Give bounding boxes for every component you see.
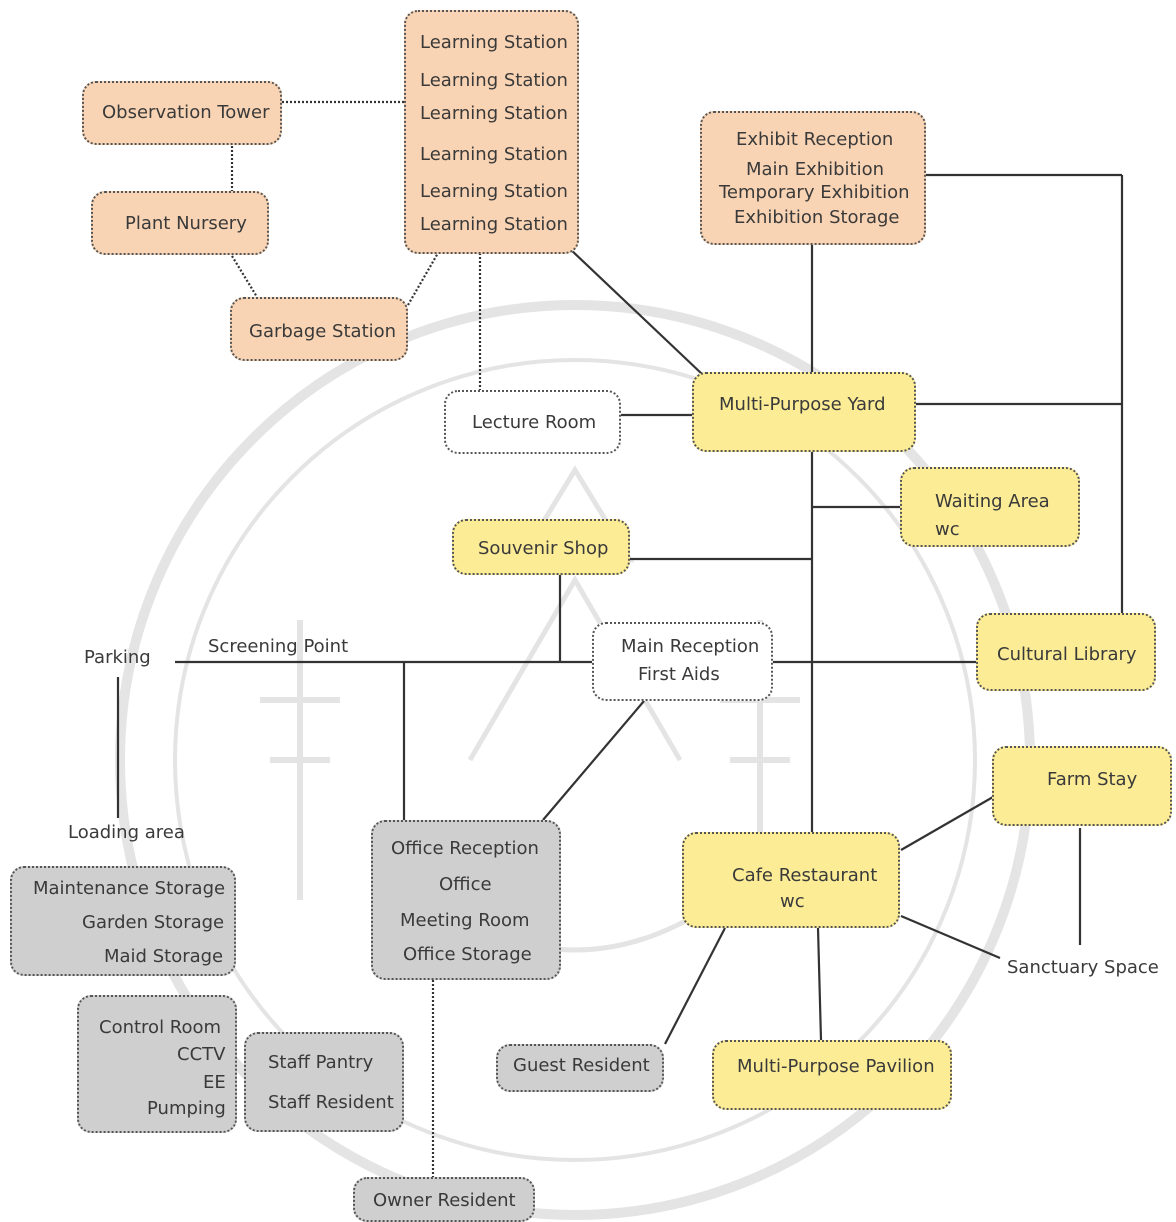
pumping-label: Pumping [147, 1098, 226, 1119]
control-room-box: Control Room CCTV EE Pumping [77, 995, 237, 1133]
lecture-room-label: Lecture Room [472, 412, 597, 433]
learning-station-label: Learning Station [420, 181, 568, 202]
garbage-station-label: Garbage Station [249, 321, 397, 342]
control-room-label: Control Room [99, 1017, 222, 1038]
learning-station-label: Learning Station [420, 32, 568, 53]
cctv-label: CCTV [177, 1044, 226, 1065]
staff-pantry-label: Staff Pantry [268, 1052, 374, 1073]
wc-label: wc [780, 891, 805, 912]
exhibit-reception-label: Exhibit Reception [736, 129, 894, 150]
first-aids-label: First Aids [638, 664, 720, 685]
maid-storage-label: Maid Storage [104, 946, 224, 967]
exhibit-box: Exhibit Reception Main Exhibition Tempor… [700, 111, 926, 245]
maintenance-storage-label: Maintenance Storage [33, 878, 226, 899]
loading-area-label: Loading area [68, 822, 185, 843]
plant-nursery-label: Plant Nursery [125, 213, 247, 234]
multi-purpose-pavilion-box: Multi-Purpose Pavilion [712, 1040, 952, 1110]
guest-resident-box: Guest Resident [496, 1044, 664, 1092]
observation-tower-box: Observation Tower [82, 81, 282, 145]
plant-nursery-box: Plant Nursery [91, 191, 269, 255]
observation-tower-label: Observation Tower [102, 102, 270, 123]
office-reception-label: Office Reception [391, 838, 539, 859]
temporary-exhibition-label: Temporary Exhibition [719, 182, 910, 203]
screening-point-label: Screening Point [208, 636, 349, 657]
multi-purpose-yard-label: Multi-Purpose Yard [719, 394, 886, 415]
souvenir-shop-label: Souvenir Shop [478, 538, 609, 559]
exhibition-storage-label: Exhibition Storage [734, 207, 900, 228]
learning-station-label: Learning Station [420, 103, 568, 124]
waiting-area-label: Waiting Area [935, 491, 1050, 512]
main-exhibition-label: Main Exhibition [746, 159, 885, 180]
maintenance-storage-box: Maintenance Storage Garden Storage Maid … [10, 866, 236, 976]
learning-station-label: Learning Station [420, 144, 568, 165]
cultural-library-box: Cultural Library [976, 613, 1156, 691]
farm-stay-box: Farm Stay [992, 746, 1172, 826]
office-label: Office [439, 874, 492, 895]
farm-stay-label: Farm Stay [1047, 769, 1138, 790]
sanctuary-space-label: Sanctuary Space [1007, 957, 1159, 978]
ee-label: EE [203, 1072, 226, 1093]
main-reception-label: Main Reception [621, 636, 760, 657]
learning-station-label: Learning Station [420, 214, 568, 235]
garden-storage-label: Garden Storage [82, 912, 225, 933]
cafe-restaurant-label: Cafe Restaurant [732, 865, 878, 886]
wc-label: wc [935, 519, 960, 540]
parking-label: Parking [84, 647, 151, 668]
garbage-station-box: Garbage Station [230, 297, 408, 361]
multi-purpose-pavilion-label: Multi-Purpose Pavilion [737, 1056, 935, 1077]
learning-station-label: Learning Station [420, 70, 568, 91]
souvenir-shop-box: Souvenir Shop [452, 519, 630, 575]
office-storage-label: Office Storage [403, 944, 532, 965]
meeting-room-label: Meeting Room [400, 910, 530, 931]
cultural-library-label: Cultural Library [997, 644, 1137, 665]
staff-pantry-box: Staff Pantry Staff Resident [244, 1032, 404, 1132]
learning-stations-box: Learning Station Learning Station Learni… [404, 10, 579, 254]
lecture-room-box: Lecture Room [444, 390, 621, 454]
office-box: Office Reception Office Meeting Room Off… [371, 820, 561, 980]
cafe-restaurant-box: Cafe Restaurant wc [682, 832, 900, 928]
main-reception-box: Main Reception First Aids [592, 622, 773, 701]
multi-purpose-yard-box: Multi-Purpose Yard [692, 372, 916, 452]
guest-resident-label: Guest Resident [513, 1055, 650, 1076]
waiting-area-box: Waiting Area wc [900, 467, 1080, 547]
owner-resident-box: Owner Resident [353, 1177, 535, 1222]
owner-resident-label: Owner Resident [373, 1190, 516, 1211]
staff-resident-label: Staff Resident [268, 1092, 394, 1113]
